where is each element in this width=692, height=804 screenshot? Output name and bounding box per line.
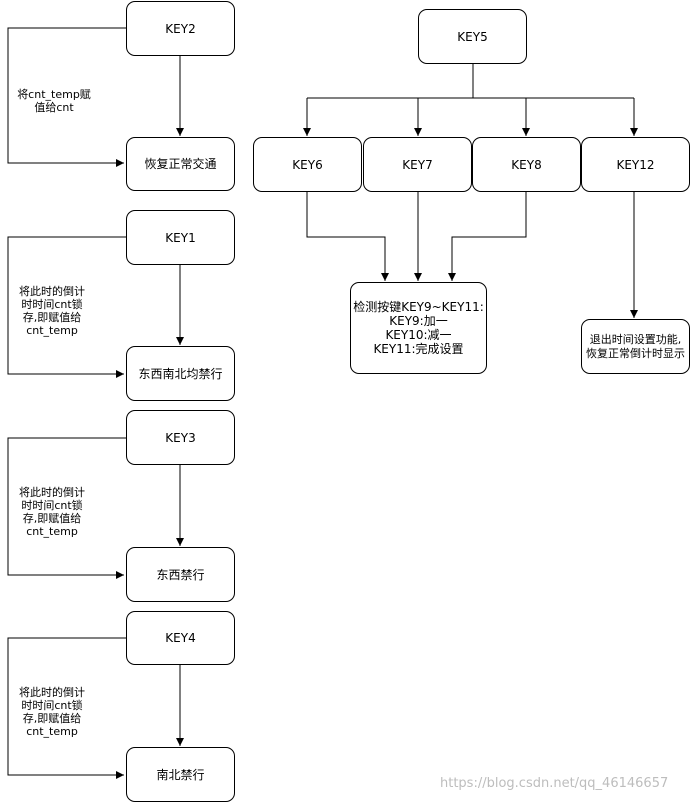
- node-key5: KEY5: [418, 9, 527, 64]
- node-exit-time-setting: 退出时间设置功能, 恢复正常倒计时显示: [581, 319, 690, 374]
- loop-key1-allstop: [7, 236, 126, 378]
- arrow-key8-detect: [448, 191, 527, 281]
- label-key2-loop: 将cnt_temp赋 值给cnt: [14, 88, 94, 114]
- label-key4-loop: 将此时的倒计 时时间cnt锁 存,即赋值给 cnt_temp: [10, 686, 94, 738]
- node-key1: KEY1: [126, 210, 235, 265]
- loop-key2-restore: [7, 27, 126, 167]
- node-north-south-stop: 南北禁行: [126, 747, 235, 802]
- node-east-west-stop: 东西禁行: [126, 547, 235, 602]
- node-key3: KEY3: [126, 410, 235, 465]
- node-all-directions-stop: 东西南北均禁行: [126, 346, 235, 401]
- node-key8: KEY8: [472, 137, 581, 192]
- watermark: https://blog.csdn.net/qq_46146657: [440, 776, 669, 791]
- node-key4: KEY4: [126, 611, 235, 665]
- node-key7: KEY7: [363, 137, 472, 192]
- node-key6: KEY6: [253, 137, 362, 192]
- node-key2: KEY2: [126, 1, 235, 56]
- arrow-key6-detect: [306, 191, 389, 281]
- node-key12: KEY12: [581, 137, 690, 192]
- label-key1-loop: 将此时的倒计 时时间cnt锁 存,即赋值给 cnt_temp: [10, 285, 94, 337]
- loop-key4-nsstop: [7, 637, 126, 779]
- node-restore-traffic: 恢复正常交通: [126, 137, 235, 191]
- node-detect-keys: 检测按键KEY9~KEY11: KEY9:加一 KEY10:减一 KEY11:完…: [350, 282, 487, 374]
- loop-key3-ewstop: [7, 437, 126, 579]
- label-key3-loop: 将此时的倒计 时时间cnt锁 存,即赋值给 cnt_temp: [10, 486, 94, 538]
